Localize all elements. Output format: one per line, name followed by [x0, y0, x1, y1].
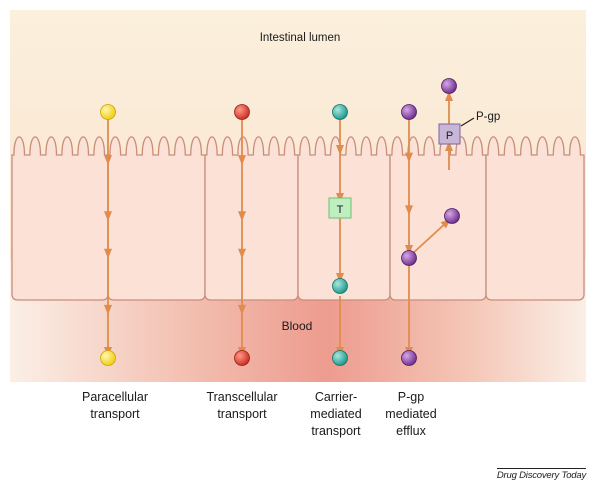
pgp-molecule-lumen [402, 105, 417, 120]
carrier-molecule-lumen [333, 105, 348, 120]
transcellular-molecule-blood [235, 351, 250, 366]
carrier-molecule-cell [333, 279, 348, 294]
caption-carrier-line3: transport [296, 423, 376, 440]
caption-carrier-line2: mediated [296, 406, 376, 423]
blood-label: Blood [282, 319, 313, 333]
pgp-molecule-blood [402, 351, 417, 366]
caption-paracellular: Paracellular transport [67, 389, 163, 423]
pgp-molecule-effluxed [442, 79, 457, 94]
pgp-label: P-gp [476, 111, 500, 123]
caption-transcellular: Transcellular transport [189, 389, 295, 423]
epithelial-cell [108, 137, 205, 300]
paracellular-molecule-lumen [101, 105, 116, 120]
source-footer: Drug Discovery Today [497, 468, 586, 481]
lumen-label: Intestinal lumen [260, 32, 341, 44]
paracellular-molecule-blood [101, 351, 116, 366]
pgp-box-label: P [446, 130, 453, 142]
pgp-molecule-bound [445, 209, 460, 224]
caption-carrier-line1: Carrier- [296, 389, 376, 406]
epithelial-cell [205, 137, 298, 300]
caption-pgp-efflux-line1: P-gp [379, 389, 443, 406]
transcellular-molecule-lumen [235, 105, 250, 120]
caption-transcellular-line2: transport [189, 406, 295, 423]
pgp-molecule-cell [402, 251, 417, 266]
epithelial-cell [390, 137, 486, 300]
caption-transcellular-line1: Transcellular [189, 389, 295, 406]
carrier-molecule-blood [333, 351, 348, 366]
transporter-label: T [337, 204, 344, 216]
caption-paracellular-line1: Paracellular [67, 389, 163, 406]
caption-pgp-efflux: P-gp mediated efflux [379, 389, 443, 440]
caption-paracellular-line2: transport [67, 406, 163, 423]
epithelial-cell [12, 137, 108, 300]
epithelial-cells [12, 137, 584, 300]
epithelial-cell [486, 137, 584, 300]
caption-pgp-efflux-line3: efflux [379, 423, 443, 440]
caption-pgp-efflux-line2: mediated [379, 406, 443, 423]
caption-carrier: Carrier- mediated transport [296, 389, 376, 440]
